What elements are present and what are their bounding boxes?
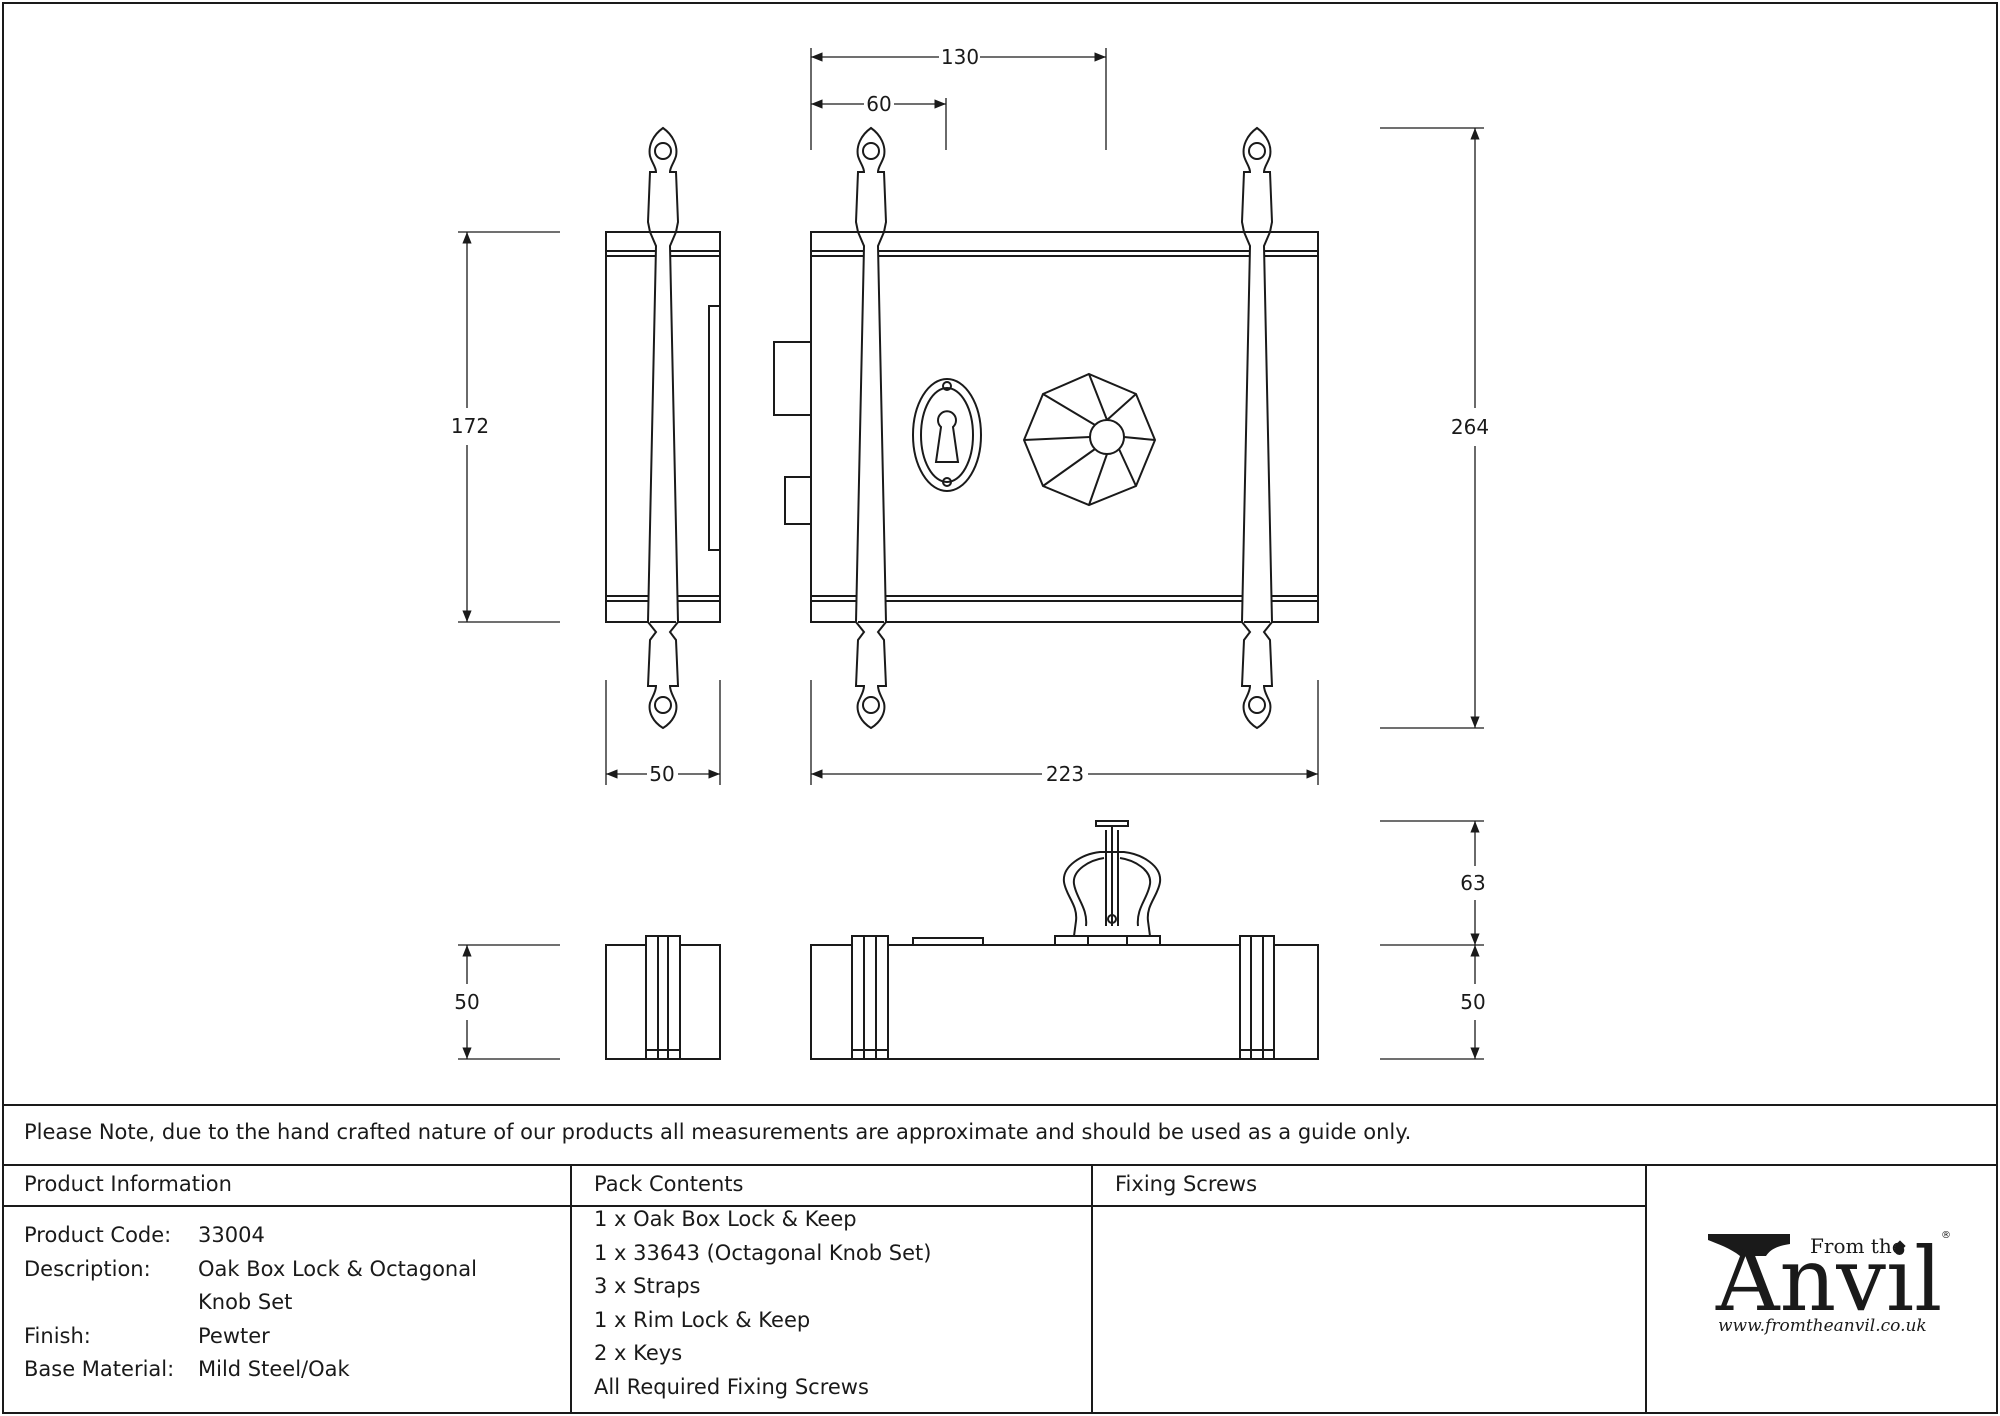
list-item: All Required Fixing Screws (594, 1374, 869, 1399)
product-info-header: Product Information (24, 1172, 232, 1196)
dim-172: 172 (451, 414, 489, 438)
list-item: 2 x Keys (594, 1341, 683, 1365)
strap (1240, 126, 1274, 730)
logo-from-the: From the (1810, 1234, 1904, 1258)
octagonal-knob-front (1022, 372, 1157, 507)
logo-url: www.fromtheanvil.co.uk (1718, 1316, 1927, 1336)
product-code-label: Product Code: (24, 1223, 172, 1247)
side-view-lock (810, 935, 1319, 1060)
front-view-lock (773, 231, 1319, 623)
dim-223: 223 (1046, 762, 1084, 786)
knob-side-view (1062, 820, 1162, 937)
description-label: Description: (24, 1256, 151, 1281)
finish-value: Pewter (198, 1323, 270, 1348)
dim-264: 264 (1451, 415, 1489, 439)
dim-60: 60 (866, 92, 891, 116)
pack-contents-list: 1 x Oak Box Lock & Keep 1 x 33643 (Octag… (594, 1203, 931, 1404)
pack-contents-header: Pack Contents (594, 1172, 744, 1196)
anvil-icon (1708, 1234, 1906, 1256)
base-material-value: Mild Steel/Oak (198, 1357, 350, 1381)
strap (854, 126, 888, 730)
escutcheon (912, 378, 982, 492)
dim-50-width: 50 (649, 762, 674, 786)
description-value: Oak Box Lock & Octagonal Knob Set (198, 1256, 477, 1315)
product-info-list: Product Code: 33004 Description: Oak Box… (24, 1219, 528, 1387)
base-material-label: Base Material: (24, 1357, 175, 1381)
base-material-row: Base Material: Mild Steel/Oak (24, 1353, 528, 1387)
product-code-row: Product Code: 33004 (24, 1219, 528, 1253)
info-table-grid (2, 1104, 1998, 1414)
dim-50-right-height: 50 (1460, 990, 1485, 1014)
list-item: 3 x Straps (594, 1274, 701, 1298)
dim-50-left-height: 50 (454, 990, 479, 1014)
dim-63: 63 (1460, 871, 1485, 895)
fixing-screws-header: Fixing Screws (1115, 1172, 1258, 1196)
list-item: 1 x 33643 (Octagonal Knob Set) (594, 1240, 932, 1265)
logo-brand: Anvil (1716, 1228, 1943, 1331)
product-code-value: 33004 (198, 1223, 265, 1247)
finish-row: Finish: Pewter (24, 1320, 528, 1354)
finish-label: Finish: (24, 1323, 91, 1348)
registered-mark: ® (1941, 1230, 1951, 1241)
list-item: 1 x Oak Box Lock & Keep (594, 1207, 857, 1231)
side-view-keep (605, 935, 721, 1060)
measurement-note: Please Note, due to the hand crafted nat… (24, 1120, 1412, 1144)
dimension-lines (458, 48, 1484, 1060)
list-item: 1 x Rim Lock & Keep (594, 1307, 811, 1332)
description-row: Description: Oak Box Lock & Octagonal Kn… (24, 1253, 528, 1320)
dimension-labels: 130 60 172 264 50 223 63 50 50 (451, 45, 1489, 1014)
dim-130: 130 (941, 45, 979, 69)
strap (646, 126, 680, 730)
